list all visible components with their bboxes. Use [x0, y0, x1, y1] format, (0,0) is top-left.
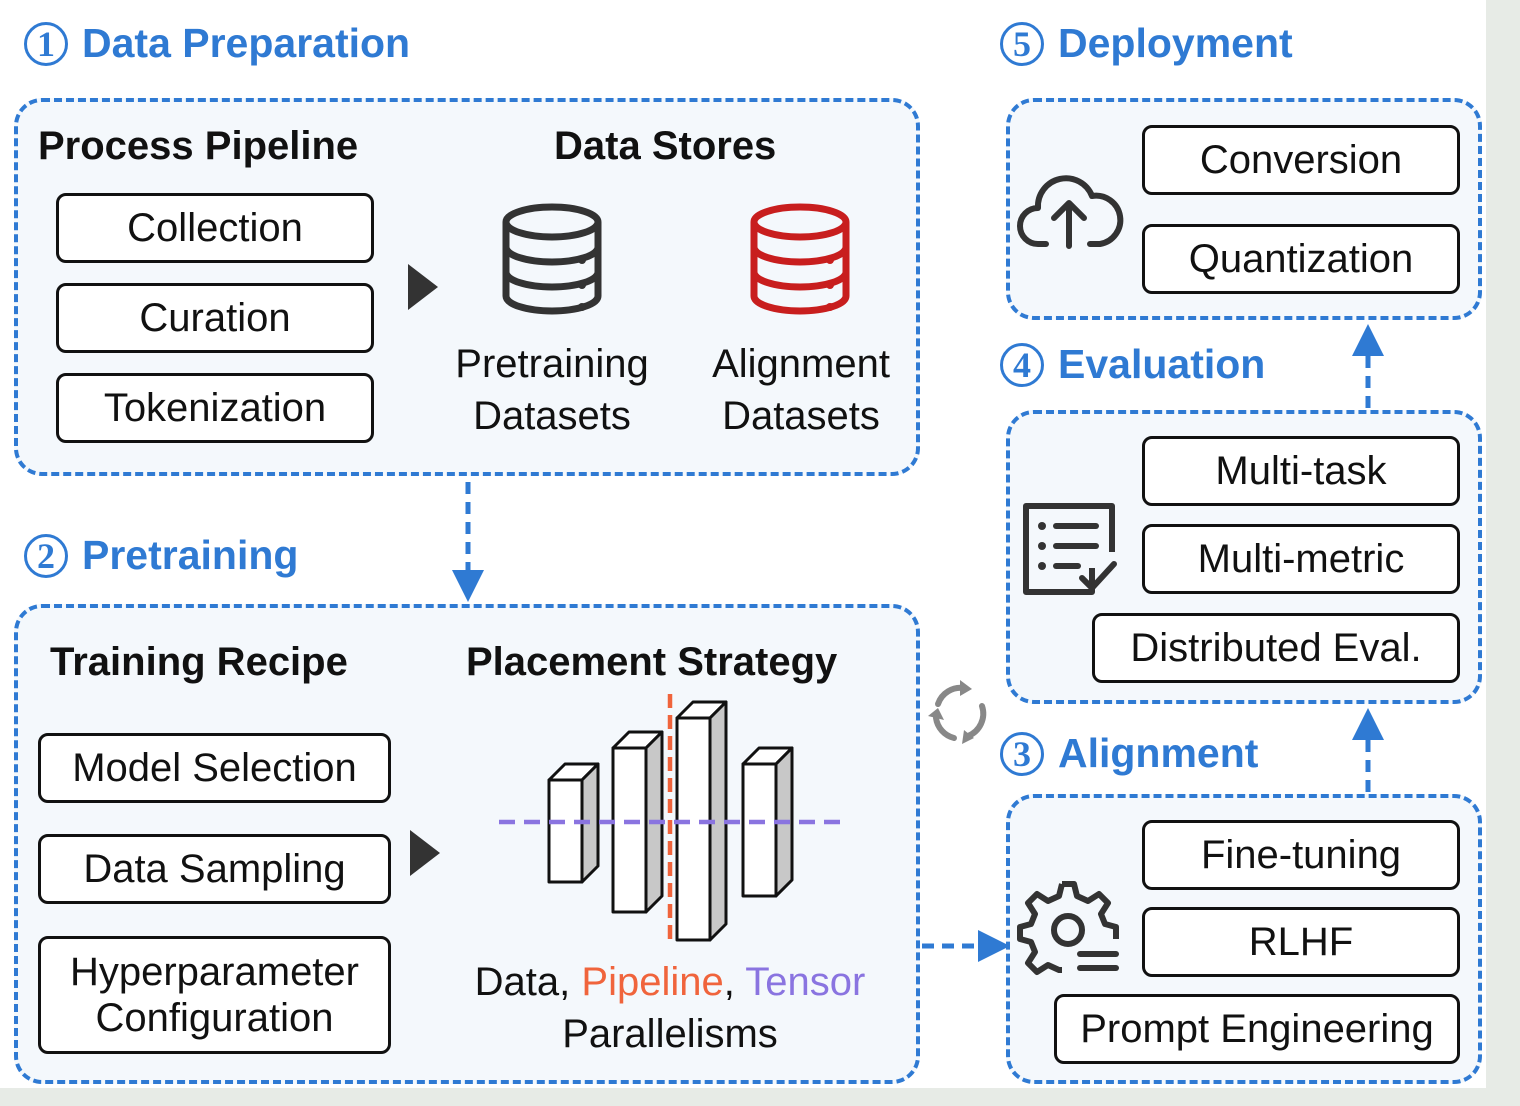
stage-2-title: 2 Pretraining: [24, 532, 298, 579]
database-icon: [502, 203, 602, 315]
fine-tuning-box: Fine-tuning: [1142, 820, 1460, 890]
model-selection-box: Model Selection: [38, 733, 391, 803]
stage-5-title: 5 Deployment: [1000, 20, 1293, 67]
process-pipeline-heading: Process Pipeline: [38, 124, 359, 168]
cloud-upload-icon: [1017, 175, 1124, 249]
configuration-line: Configuration: [95, 996, 334, 1040]
stage-3-label: Alignment: [1058, 730, 1259, 776]
conversion-box: Conversion: [1142, 125, 1460, 195]
checklist-icon: [1023, 503, 1117, 595]
stage-1-label: Data Preparation: [82, 20, 411, 66]
parallelism-blocks-icon: [499, 694, 847, 944]
rlhf-box: RLHF: [1142, 907, 1460, 977]
stage-4-label: Evaluation: [1058, 341, 1266, 387]
cycle-arrows-icon: [928, 680, 987, 744]
training-recipe-heading: Training Recipe: [50, 640, 348, 684]
process-to-stores-arrow-icon: [408, 264, 438, 310]
multi-task-box: Multi-task: [1142, 436, 1460, 506]
alignment-datasets-line1: Alignment: [712, 342, 890, 386]
stage-4-number: 4: [1000, 342, 1044, 387]
pretraining-to-alignment-arrow-icon: [922, 930, 1010, 962]
stage-1-number: 1: [24, 21, 68, 66]
stage-5-number: 5: [1000, 21, 1044, 66]
stage-5-label: Deployment: [1058, 20, 1293, 66]
data-sampling-box: Data Sampling: [38, 834, 391, 904]
separator: ,: [723, 960, 746, 1004]
pretraining-datasets-line1: Pretraining: [455, 342, 649, 386]
pipeline-parallelism-label: Pipeline: [581, 960, 724, 1004]
data-stores-heading: Data Stores: [554, 124, 777, 168]
stage-3-number: 3: [1000, 731, 1044, 776]
stage-2-number: 2: [24, 533, 68, 578]
evaluation-to-deployment-arrow-icon: [1352, 324, 1384, 410]
alignment-datasets-label: Alignment Datasets: [696, 338, 906, 442]
hyperparameter-line: Hyperparameter: [69, 950, 359, 994]
database-icon: [750, 203, 850, 315]
stage-1-title: 1 Data Preparation: [24, 20, 410, 67]
tensor-parallelism-label: Tensor: [745, 960, 866, 1004]
stage-4-title: 4 Evaluation: [1000, 341, 1265, 388]
parallelisms-line1: Data, Pipeline, Tensor: [440, 956, 900, 1008]
recipe-to-placement-arrow-icon: [410, 830, 440, 876]
hyperparameter-configuration-box: Hyperparameter Configuration: [38, 936, 391, 1054]
alignment-to-evaluation-arrow-icon: [1352, 708, 1384, 794]
alignment-datasets-line2: Datasets: [722, 394, 880, 438]
prompt-engineering-box: Prompt Engineering: [1054, 994, 1460, 1064]
collection-box: Collection: [56, 193, 374, 263]
curation-box: Curation: [56, 283, 374, 353]
separator: ,: [559, 960, 582, 1004]
gear-icon: [1017, 881, 1119, 975]
prep-to-pretraining-arrow-icon: [452, 482, 484, 602]
parallelisms-line2: Parallelisms: [562, 1012, 778, 1056]
parallelisms-caption: Data, Pipeline, Tensor Parallelisms: [440, 956, 900, 1060]
placement-strategy-heading: Placement Strategy: [466, 640, 838, 684]
stage-2-label: Pretraining: [82, 532, 299, 578]
distributed-eval-box: Distributed Eval.: [1092, 613, 1460, 683]
pretraining-datasets-label: Pretraining Datasets: [442, 338, 662, 442]
diagram-canvas: 1 Data Preparation Process Pipeline Data…: [0, 0, 1486, 1088]
tokenization-box: Tokenization: [56, 373, 374, 443]
quantization-box: Quantization: [1142, 224, 1460, 294]
pretraining-datasets-line2: Datasets: [473, 394, 631, 438]
multi-metric-box: Multi-metric: [1142, 524, 1460, 594]
stage-3-title: 3 Alignment: [1000, 730, 1258, 777]
data-parallelism-label: Data: [474, 960, 560, 1004]
